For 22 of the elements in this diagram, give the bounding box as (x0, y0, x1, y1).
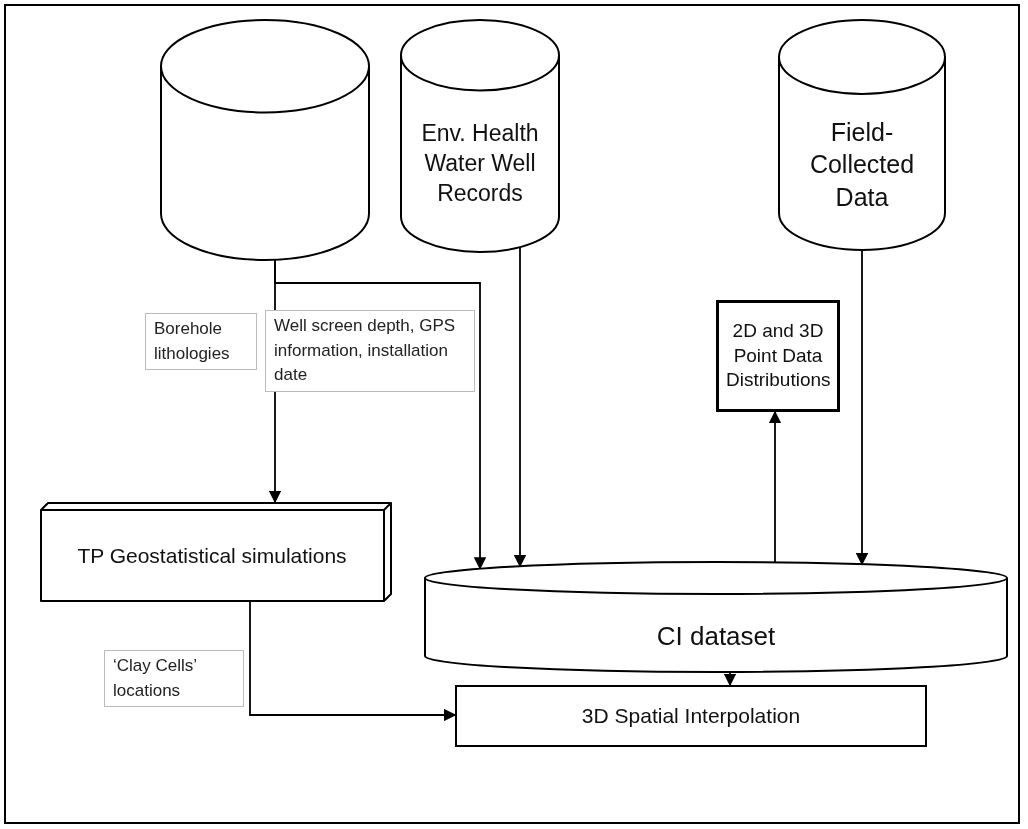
arrow (249, 601, 457, 722)
arrow (274, 258, 487, 570)
arrow (723, 671, 737, 687)
database-cylinder (160, 20, 370, 260)
node-label: 2D and 3D Point Data Distributions (726, 318, 830, 393)
node-label: TP Geostatistical simulations (77, 543, 347, 570)
process-box (455, 685, 927, 747)
arrow (855, 249, 869, 566)
dataset-cylinder (424, 562, 1008, 672)
arrow (768, 410, 782, 564)
output-box (716, 300, 840, 412)
process-box (40, 502, 392, 602)
database-cylinder (778, 20, 946, 250)
edge-label: Borehole lithologies (145, 313, 257, 371)
node-label: Env. Health Water Well Records (420, 119, 540, 209)
node-label: 3D Spatial Interpolation (581, 703, 801, 730)
arrow (513, 246, 527, 568)
edge-label: ‘Clay Cells’ locations (104, 650, 244, 708)
database-cylinder (400, 20, 560, 252)
edge-label: Well screen depth, GPS information, installation date (265, 310, 475, 392)
node-label: CI dataset (656, 620, 776, 654)
node-label: Field-Collected Data (808, 116, 916, 213)
